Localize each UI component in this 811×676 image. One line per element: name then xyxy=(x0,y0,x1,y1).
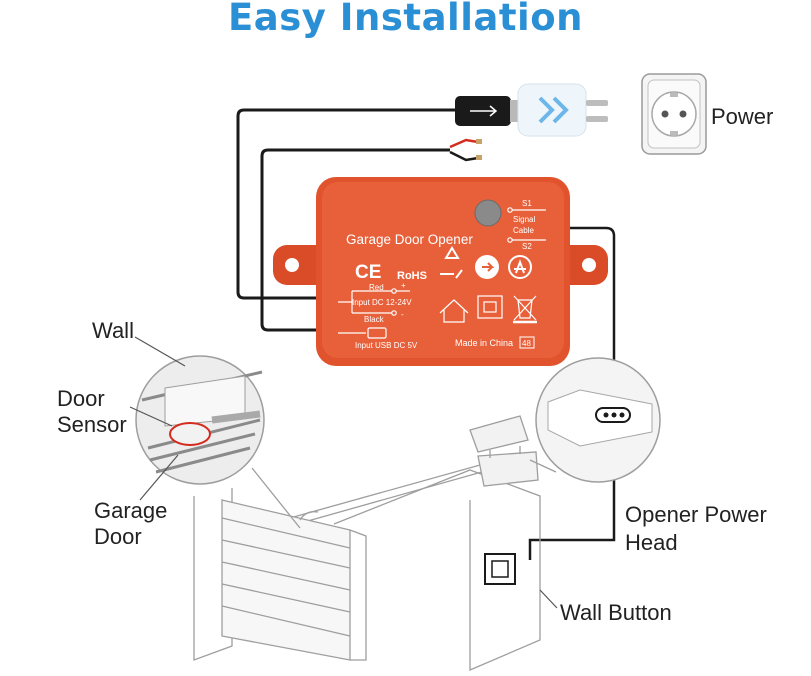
code-label: 48 xyxy=(522,339,531,348)
input-usb-label: Input USB DC 5V xyxy=(355,341,418,350)
input-dc-label: Input DC 12-24V xyxy=(352,298,412,307)
wall-socket-icon xyxy=(641,73,707,155)
wall-button-label: Wall Button xyxy=(560,600,672,625)
leader-lines xyxy=(129,336,558,609)
wall-label: Wall xyxy=(92,318,134,343)
signal-label: Signal xyxy=(513,215,535,224)
wire-ends xyxy=(449,138,482,162)
device-name: Garage Door Opener xyxy=(346,232,473,247)
door-sensor-magnifier xyxy=(135,355,301,529)
rohs-mark: RoHS xyxy=(397,270,427,282)
s2-label: S2 xyxy=(522,242,532,251)
door-sensor-label-1: Door xyxy=(57,386,105,411)
red-label: Red xyxy=(369,283,384,292)
cable-label: Cable xyxy=(513,226,534,235)
garage-door-label-1: Garage xyxy=(94,498,168,523)
power-label: Power xyxy=(711,104,774,129)
power-cables xyxy=(236,108,460,332)
ce-mark: CE xyxy=(355,262,381,283)
opener-head-magnifier xyxy=(529,357,661,483)
garage-door-label-2: Door xyxy=(94,524,142,549)
usb-adapter-icon xyxy=(455,83,608,137)
wall-button-icon xyxy=(484,553,516,585)
black-label: Black xyxy=(364,315,385,324)
opener-label-1: Opener Power xyxy=(625,502,767,527)
page-title: Easy Installation xyxy=(227,0,583,39)
minus-label: - xyxy=(401,310,404,319)
made-in-label: Made in China xyxy=(455,338,513,348)
garage-door-opener-device: Garage Door Opener S1 Signal Cable S2 CE… xyxy=(273,177,608,366)
opener-label-2: Head xyxy=(625,530,678,555)
door-sensor-label-2: Sensor xyxy=(57,412,127,437)
garage-scene xyxy=(193,415,541,671)
plus-label: + xyxy=(401,281,406,290)
s1-label: S1 xyxy=(522,199,532,208)
